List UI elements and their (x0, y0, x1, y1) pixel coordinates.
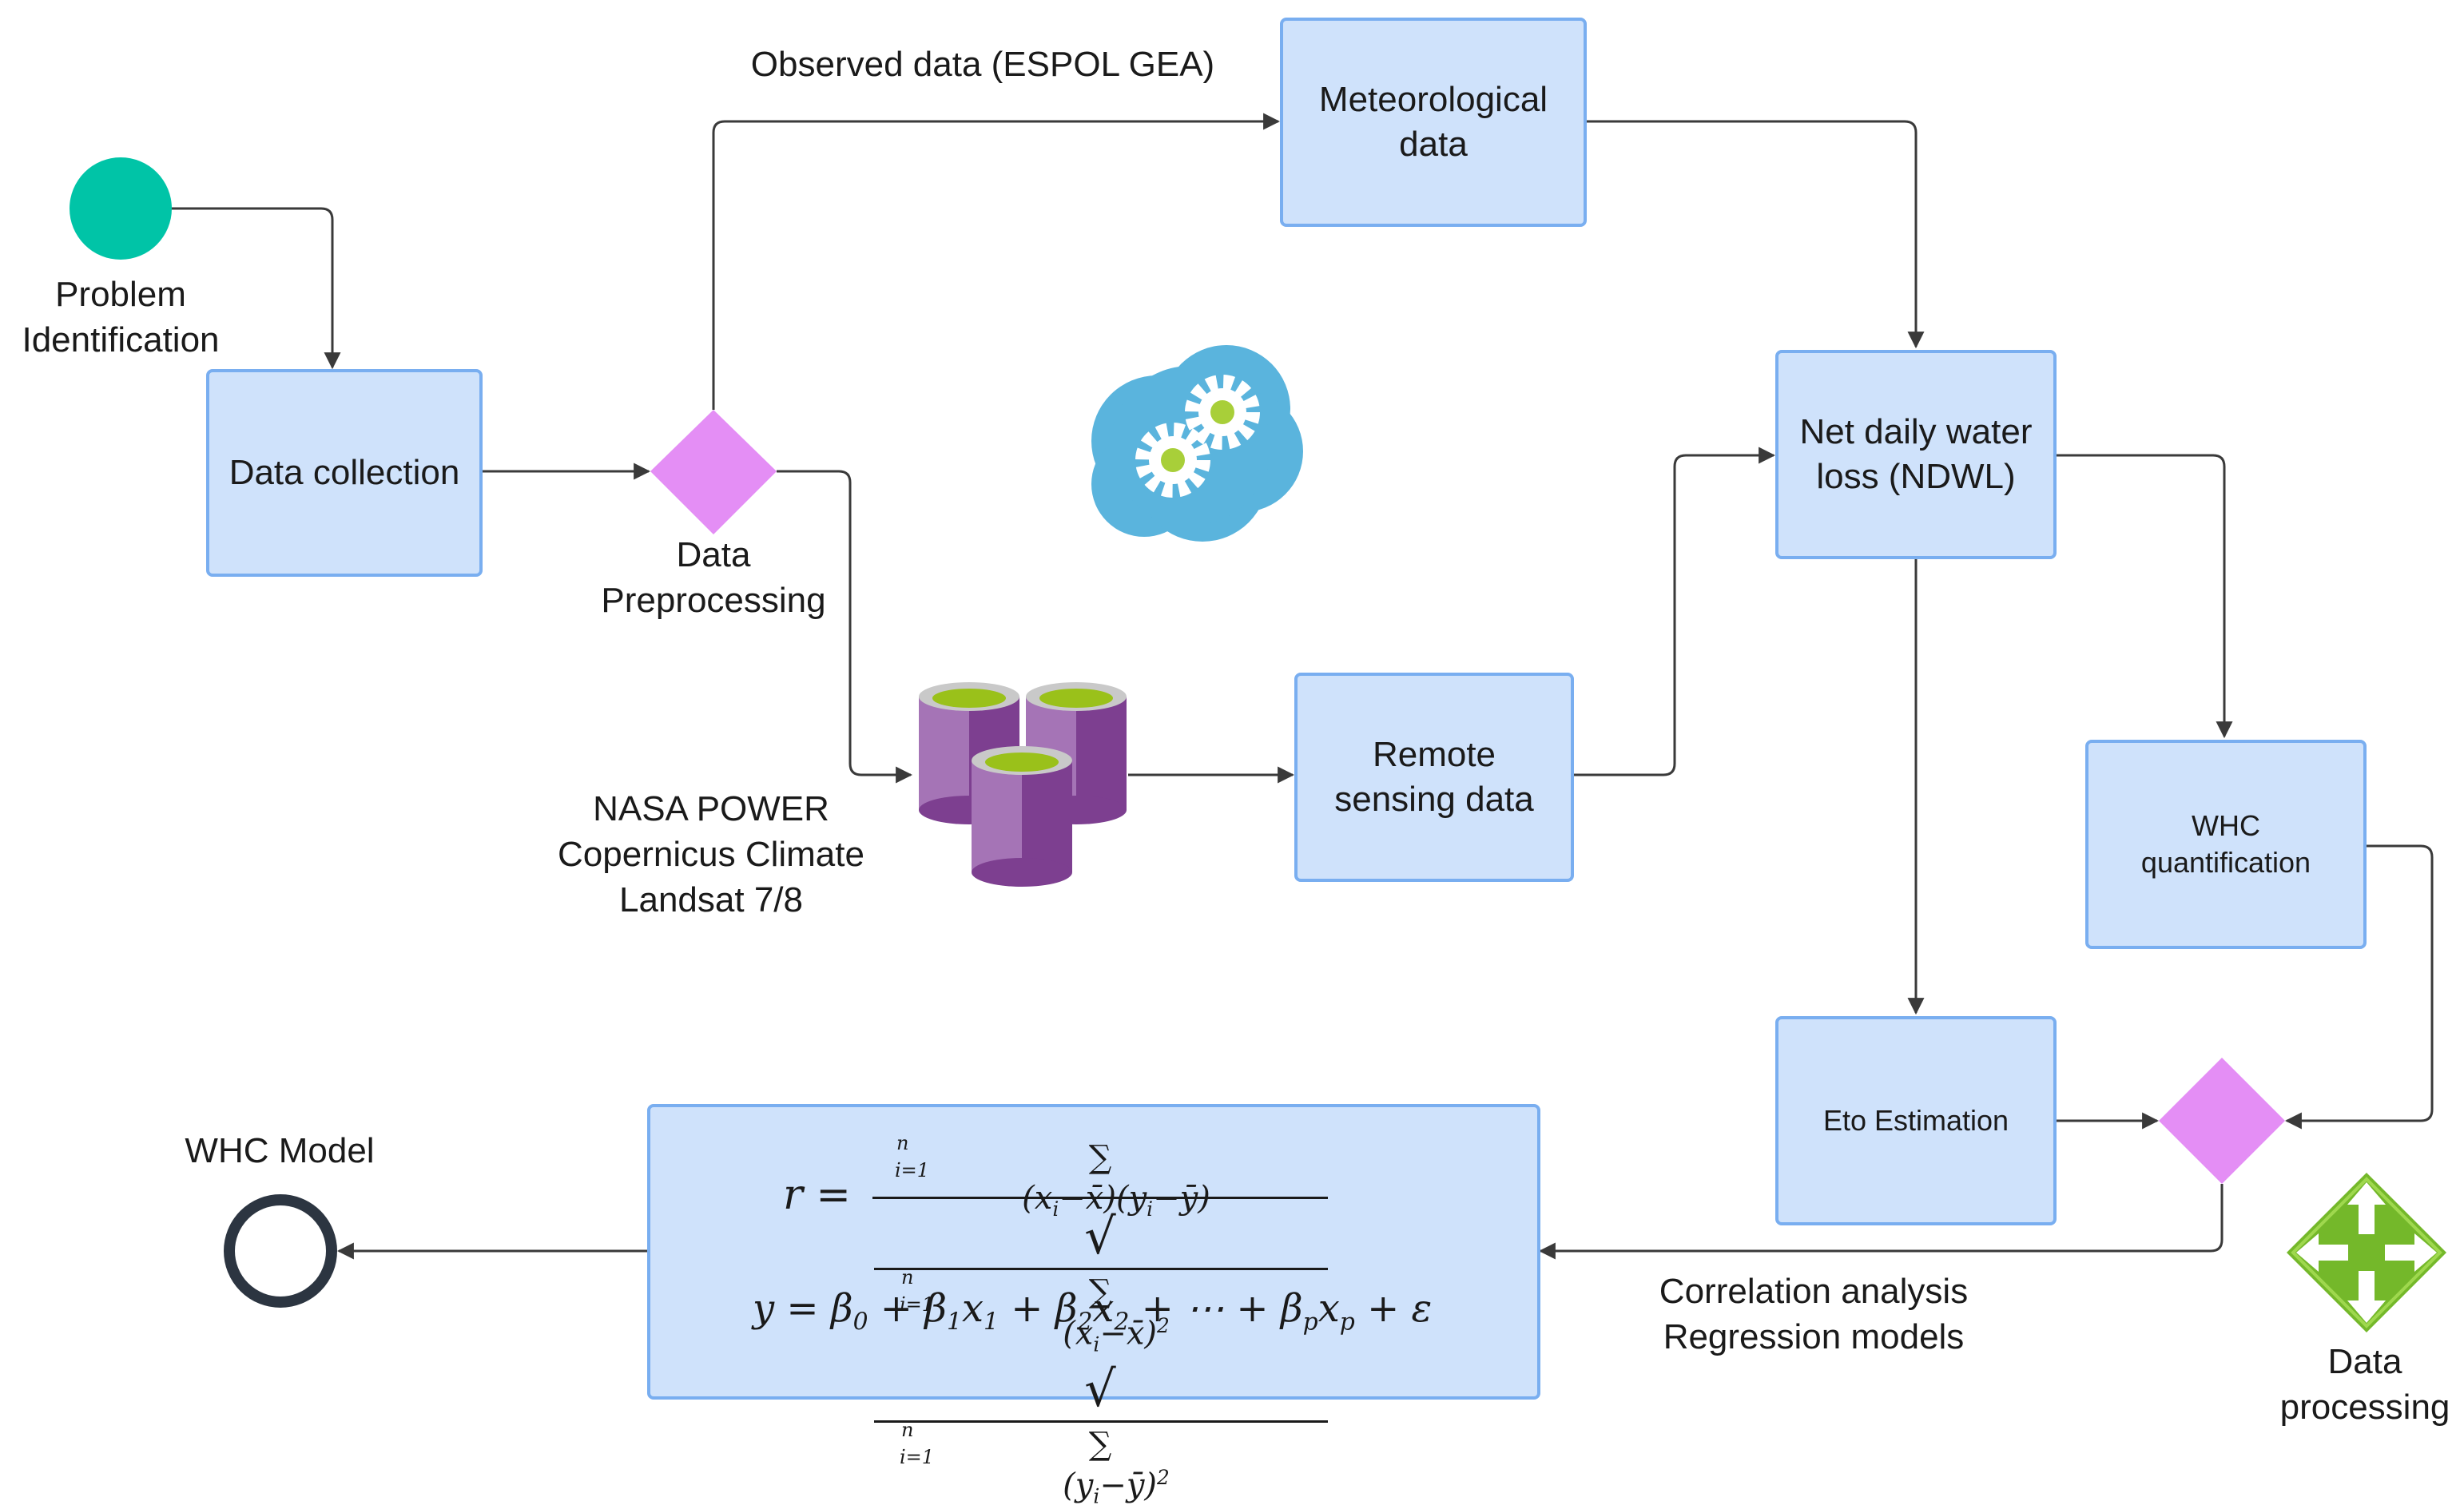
data-processing-label: Data processing (2253, 1339, 2464, 1430)
ndwl-label-line1: Net daily water (1799, 411, 2033, 451)
edge-ndwl-to-whc (2057, 454, 2233, 739)
processing-label-line1: Data (2327, 1342, 2402, 1381)
start-event-label: Problem Identification (0, 272, 241, 363)
start-label-line1: Problem (55, 275, 186, 314)
meteorological-label-line1: Meteorological (1318, 79, 1548, 119)
arrows-expand-icon (2287, 1173, 2446, 1332)
ndwl-box: Net daily water loss (NDWL) (1775, 350, 2057, 559)
edge-meteo-to-ndwl (1587, 120, 1925, 349)
diagram-canvas (70, 113, 2446, 1332)
sources-line1: NASA POWER (593, 789, 829, 828)
edge-whc-to-gateway (2284, 844, 2434, 1130)
ndwl-label-line2: loss (NDWL) (1816, 457, 2016, 496)
remote-label-line1: Remote (1372, 734, 1496, 774)
start-event (70, 157, 172, 260)
eto-label: Eto Estimation (1822, 1103, 2009, 1137)
start-label-line2: Identification (22, 320, 220, 360)
sources-line2: Copernicus Climate (558, 835, 864, 875)
edge-gateway-to-database (777, 470, 913, 784)
preprocessing-label-line1: Data (676, 535, 751, 574)
data-collection-box: Data collection (206, 369, 483, 577)
preprocessing-label: Data Preprocessing (575, 532, 852, 623)
regression-formula: y = β0 + β1x1 + β2x2 + ⋯ + βpxp + ε (753, 1286, 1433, 1336)
edge-gateway-to-meteo (712, 113, 1281, 410)
processing-label-line2: processing (2279, 1388, 2450, 1428)
whc-label-line2: quantification (2140, 846, 2311, 879)
processing-gateway (2159, 1058, 2285, 1184)
data-collection-label: Data collection (229, 452, 460, 492)
whc-label-line1: WHC (2192, 808, 2260, 842)
sources-line3: Landsat 7/8 (619, 880, 803, 920)
edge-gateway-to-model (1538, 1184, 2224, 1260)
analysis-label: Correlation analysis Regression models (1606, 1269, 2021, 1360)
remote-label-line2: sensing data (1334, 780, 1534, 819)
remote-sensing-box: Remote sensing data (1294, 673, 1574, 882)
observed-data-label: Observed data (ESPOL GEA) (750, 45, 1215, 84)
cloud-gears-icon (1091, 345, 1303, 542)
analysis-line2: Regression models (1663, 1317, 1965, 1357)
eto-estimation-box: Eto Estimation (1775, 1016, 2057, 1225)
edge-start-to-collection (171, 207, 341, 370)
meteorological-label-line2: data (1399, 125, 1468, 164)
end-event (224, 1194, 337, 1308)
data-sources-label: NASA POWER Copernicus Climate Landsat 7/… (527, 786, 895, 923)
preprocessing-gateway (650, 410, 777, 534)
meteorological-data-box: Meteorological data (1280, 18, 1587, 227)
end-event-label: WHC Model (185, 1131, 375, 1170)
edge-remote-to-ndwl (1574, 447, 1776, 776)
database-stack-icon (919, 682, 1127, 887)
analysis-line1: Correlation analysis (1659, 1272, 1969, 1311)
whc-quantification-box: WHC quantification (2085, 740, 2367, 949)
preprocessing-label-line2: Preprocessing (601, 581, 826, 621)
